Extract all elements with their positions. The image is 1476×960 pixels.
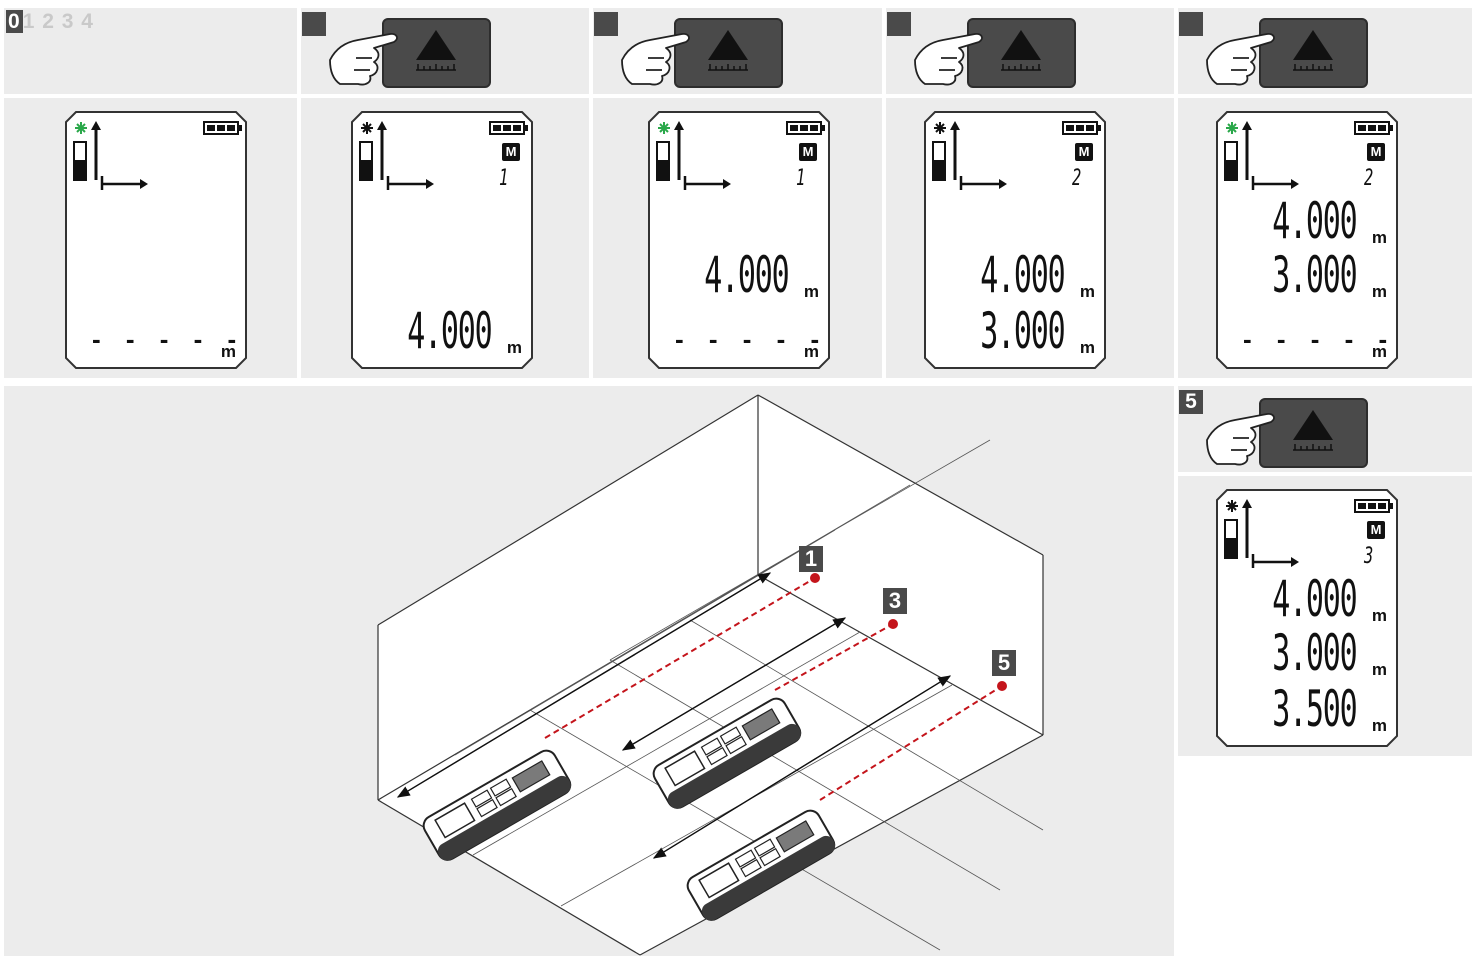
measure-button-icon bbox=[967, 18, 1076, 88]
measure-button-icon bbox=[382, 18, 491, 88]
room-label-1: 1 bbox=[799, 546, 823, 572]
memory-index: 3 bbox=[1363, 544, 1374, 569]
press-measure-button-1 bbox=[328, 18, 508, 98]
lcd-value-0: 4.000 bbox=[704, 246, 791, 304]
room-back-wall bbox=[378, 395, 1043, 800]
press-measure-button-5 bbox=[1205, 398, 1385, 478]
lcd-unit-1: m bbox=[1371, 660, 1387, 679]
laser-icon bbox=[658, 122, 670, 134]
lcd-unit-0: m bbox=[1079, 282, 1095, 301]
distance-arrow-icon bbox=[959, 176, 999, 190]
laser-icon bbox=[1226, 122, 1238, 134]
lcd-value-2: 3.500 bbox=[1272, 680, 1359, 738]
lcd-value-1: 3.000 bbox=[980, 302, 1067, 360]
memory-index: 2 bbox=[1363, 166, 1374, 191]
step-badge-3 bbox=[887, 12, 911, 36]
lcd-unit-blank: m bbox=[803, 342, 819, 361]
battery-icon bbox=[1354, 121, 1393, 135]
memory-index: 1 bbox=[498, 166, 509, 191]
distance-arrow-icon bbox=[1251, 176, 1291, 190]
lcd-unit-0: m bbox=[1371, 606, 1387, 625]
memory-indicator: M bbox=[1367, 143, 1385, 161]
lcd-display-3: M 2 4.000 m 3.000 m bbox=[923, 110, 1107, 370]
lcd-unit-blank: m bbox=[220, 342, 236, 361]
step-rest: 1 2 3 4 bbox=[22, 10, 94, 33]
lcd-dashes: - - - - - bbox=[92, 324, 246, 354]
lcd-value-1: 3.000 bbox=[1272, 246, 1359, 304]
column-divider bbox=[1174, 8, 1178, 380]
distance-arrow-icon bbox=[683, 176, 723, 190]
press-measure-button-4 bbox=[1205, 18, 1385, 98]
room-label-5: 5 bbox=[992, 650, 1016, 676]
room-diagram bbox=[377, 394, 1044, 956]
pointing-hand-icon bbox=[329, 32, 398, 86]
lcd-value-0: 4.000 bbox=[1272, 192, 1359, 250]
lcd-unit-2: m bbox=[1371, 716, 1387, 735]
battery-icon bbox=[1062, 121, 1101, 135]
press-measure-button-3 bbox=[913, 18, 1093, 98]
measure-button-icon bbox=[1259, 398, 1368, 468]
memory-indicator: M bbox=[799, 143, 817, 161]
laser-icon bbox=[361, 122, 373, 134]
lcd-value-0: 4.000 bbox=[1272, 570, 1359, 628]
distance-arrow-icon bbox=[386, 176, 426, 190]
pointing-hand-icon bbox=[1206, 412, 1275, 466]
laser-icon bbox=[75, 122, 87, 134]
battery-icon bbox=[203, 121, 242, 135]
column-divider bbox=[589, 8, 593, 380]
memory-indicator: M bbox=[1367, 521, 1385, 539]
lcd-unit-blank: m bbox=[1371, 342, 1387, 361]
lcd-unit-0: m bbox=[803, 282, 819, 301]
battery-icon bbox=[1354, 499, 1393, 513]
lcd-value-0: 4.000 bbox=[407, 302, 494, 360]
press-measure-button-2 bbox=[620, 18, 800, 98]
lcd-unit-1: m bbox=[1371, 282, 1387, 301]
column-divider bbox=[297, 8, 301, 380]
memory-index: 1 bbox=[795, 166, 806, 191]
laser-icon bbox=[934, 122, 946, 134]
step-badge-1 bbox=[302, 12, 326, 36]
room-label-3: 3 bbox=[883, 588, 907, 614]
step-badge-5: 5 bbox=[1179, 390, 1203, 414]
lcd-value-0: 4.000 bbox=[980, 246, 1067, 304]
measure-button-icon bbox=[1259, 18, 1368, 88]
lcd-unit-0: m bbox=[1371, 228, 1387, 247]
measure-button-icon bbox=[674, 18, 783, 88]
lcd-unit-1: m bbox=[1079, 338, 1095, 357]
column-divider bbox=[882, 8, 886, 380]
lcd-dashes: - - - - - bbox=[1243, 324, 1397, 354]
memory-index: 2 bbox=[1071, 166, 1082, 191]
lcd-unit-0: m bbox=[506, 338, 522, 357]
step-badge-4 bbox=[1179, 12, 1203, 36]
lcd-display-1: M 1 4.000 m bbox=[350, 110, 534, 370]
distance-arrow-icon bbox=[100, 176, 140, 190]
memory-indicator: M bbox=[502, 143, 520, 161]
pointing-hand-icon bbox=[1206, 32, 1275, 86]
step-badge-2 bbox=[594, 12, 618, 36]
memory-indicator: M bbox=[1075, 143, 1093, 161]
distance-meter-device bbox=[652, 697, 802, 809]
laser-icon bbox=[1226, 500, 1238, 512]
pointing-hand-icon bbox=[621, 32, 690, 86]
distance-meter-device bbox=[422, 749, 572, 861]
battery-icon bbox=[786, 121, 825, 135]
step-indicator: 01 2 3 4 bbox=[6, 10, 94, 34]
step-current: 0 bbox=[6, 10, 23, 33]
pointing-hand-icon bbox=[914, 32, 983, 86]
lcd-value-1: 3.000 bbox=[1272, 624, 1359, 682]
distance-meter-device bbox=[686, 809, 836, 921]
lcd-display-0: - - - - -m bbox=[64, 110, 248, 370]
lcd-dashes: - - - - - bbox=[675, 324, 829, 354]
distance-arrow-icon bbox=[1251, 554, 1291, 568]
battery-icon bbox=[489, 121, 528, 135]
